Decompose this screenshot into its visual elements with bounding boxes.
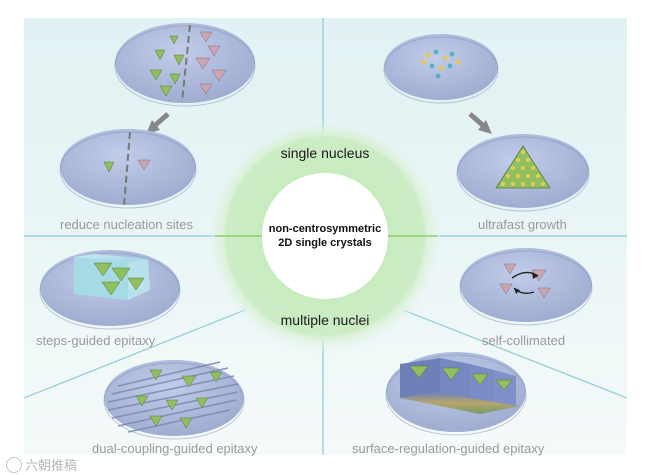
watermark: 六朝推稿 <box>6 455 77 474</box>
watermark-text: 六朝推稿 <box>25 459 78 474</box>
label-ultrafast-growth: ultrafast growth <box>478 217 567 232</box>
label-surface-regulation-guided-epitaxy: surface-regulation-guided epitaxy <box>352 441 545 456</box>
disc-ultrafast-growth <box>456 134 590 212</box>
label-steps-guided-epitaxy: steps-guided epitaxy <box>36 333 156 348</box>
ring-label-single-nucleus: single nucleus <box>280 145 370 161</box>
divider-diagonal-left <box>23 309 246 399</box>
disc-reduce-nucleation <box>59 129 197 209</box>
center-title-line2: 2D single crystals <box>278 237 372 249</box>
disc-surface-regulation <box>385 352 527 436</box>
disc-top-right <box>383 34 499 104</box>
ring-label-multiple-nuclei: multiple nuclei <box>280 312 370 328</box>
divider-diagonal-right <box>402 309 628 399</box>
central-circle <box>262 173 388 299</box>
disc-top-left <box>114 23 256 107</box>
crystal-cluster-green <box>149 35 185 97</box>
disc-steps-guided <box>39 250 181 330</box>
molecule-cluster <box>421 49 461 79</box>
label-dual-coupling-guided-epitaxy: dual-coupling-guided epitaxy <box>92 441 258 456</box>
disc-self-collimated <box>459 248 593 326</box>
arrow-down-right <box>468 112 492 134</box>
watermark-logo-icon <box>6 457 22 473</box>
center-title-line1: non-centrosymmetric <box>268 223 382 235</box>
crystal-cluster-pink <box>195 31 227 95</box>
arrow-down-left <box>146 112 170 134</box>
disc-dual-coupling <box>103 360 245 440</box>
label-self-collimated: self-collimated <box>482 333 566 348</box>
label-reduce-nucleation-sites: reduce nucleation sites <box>60 217 193 232</box>
